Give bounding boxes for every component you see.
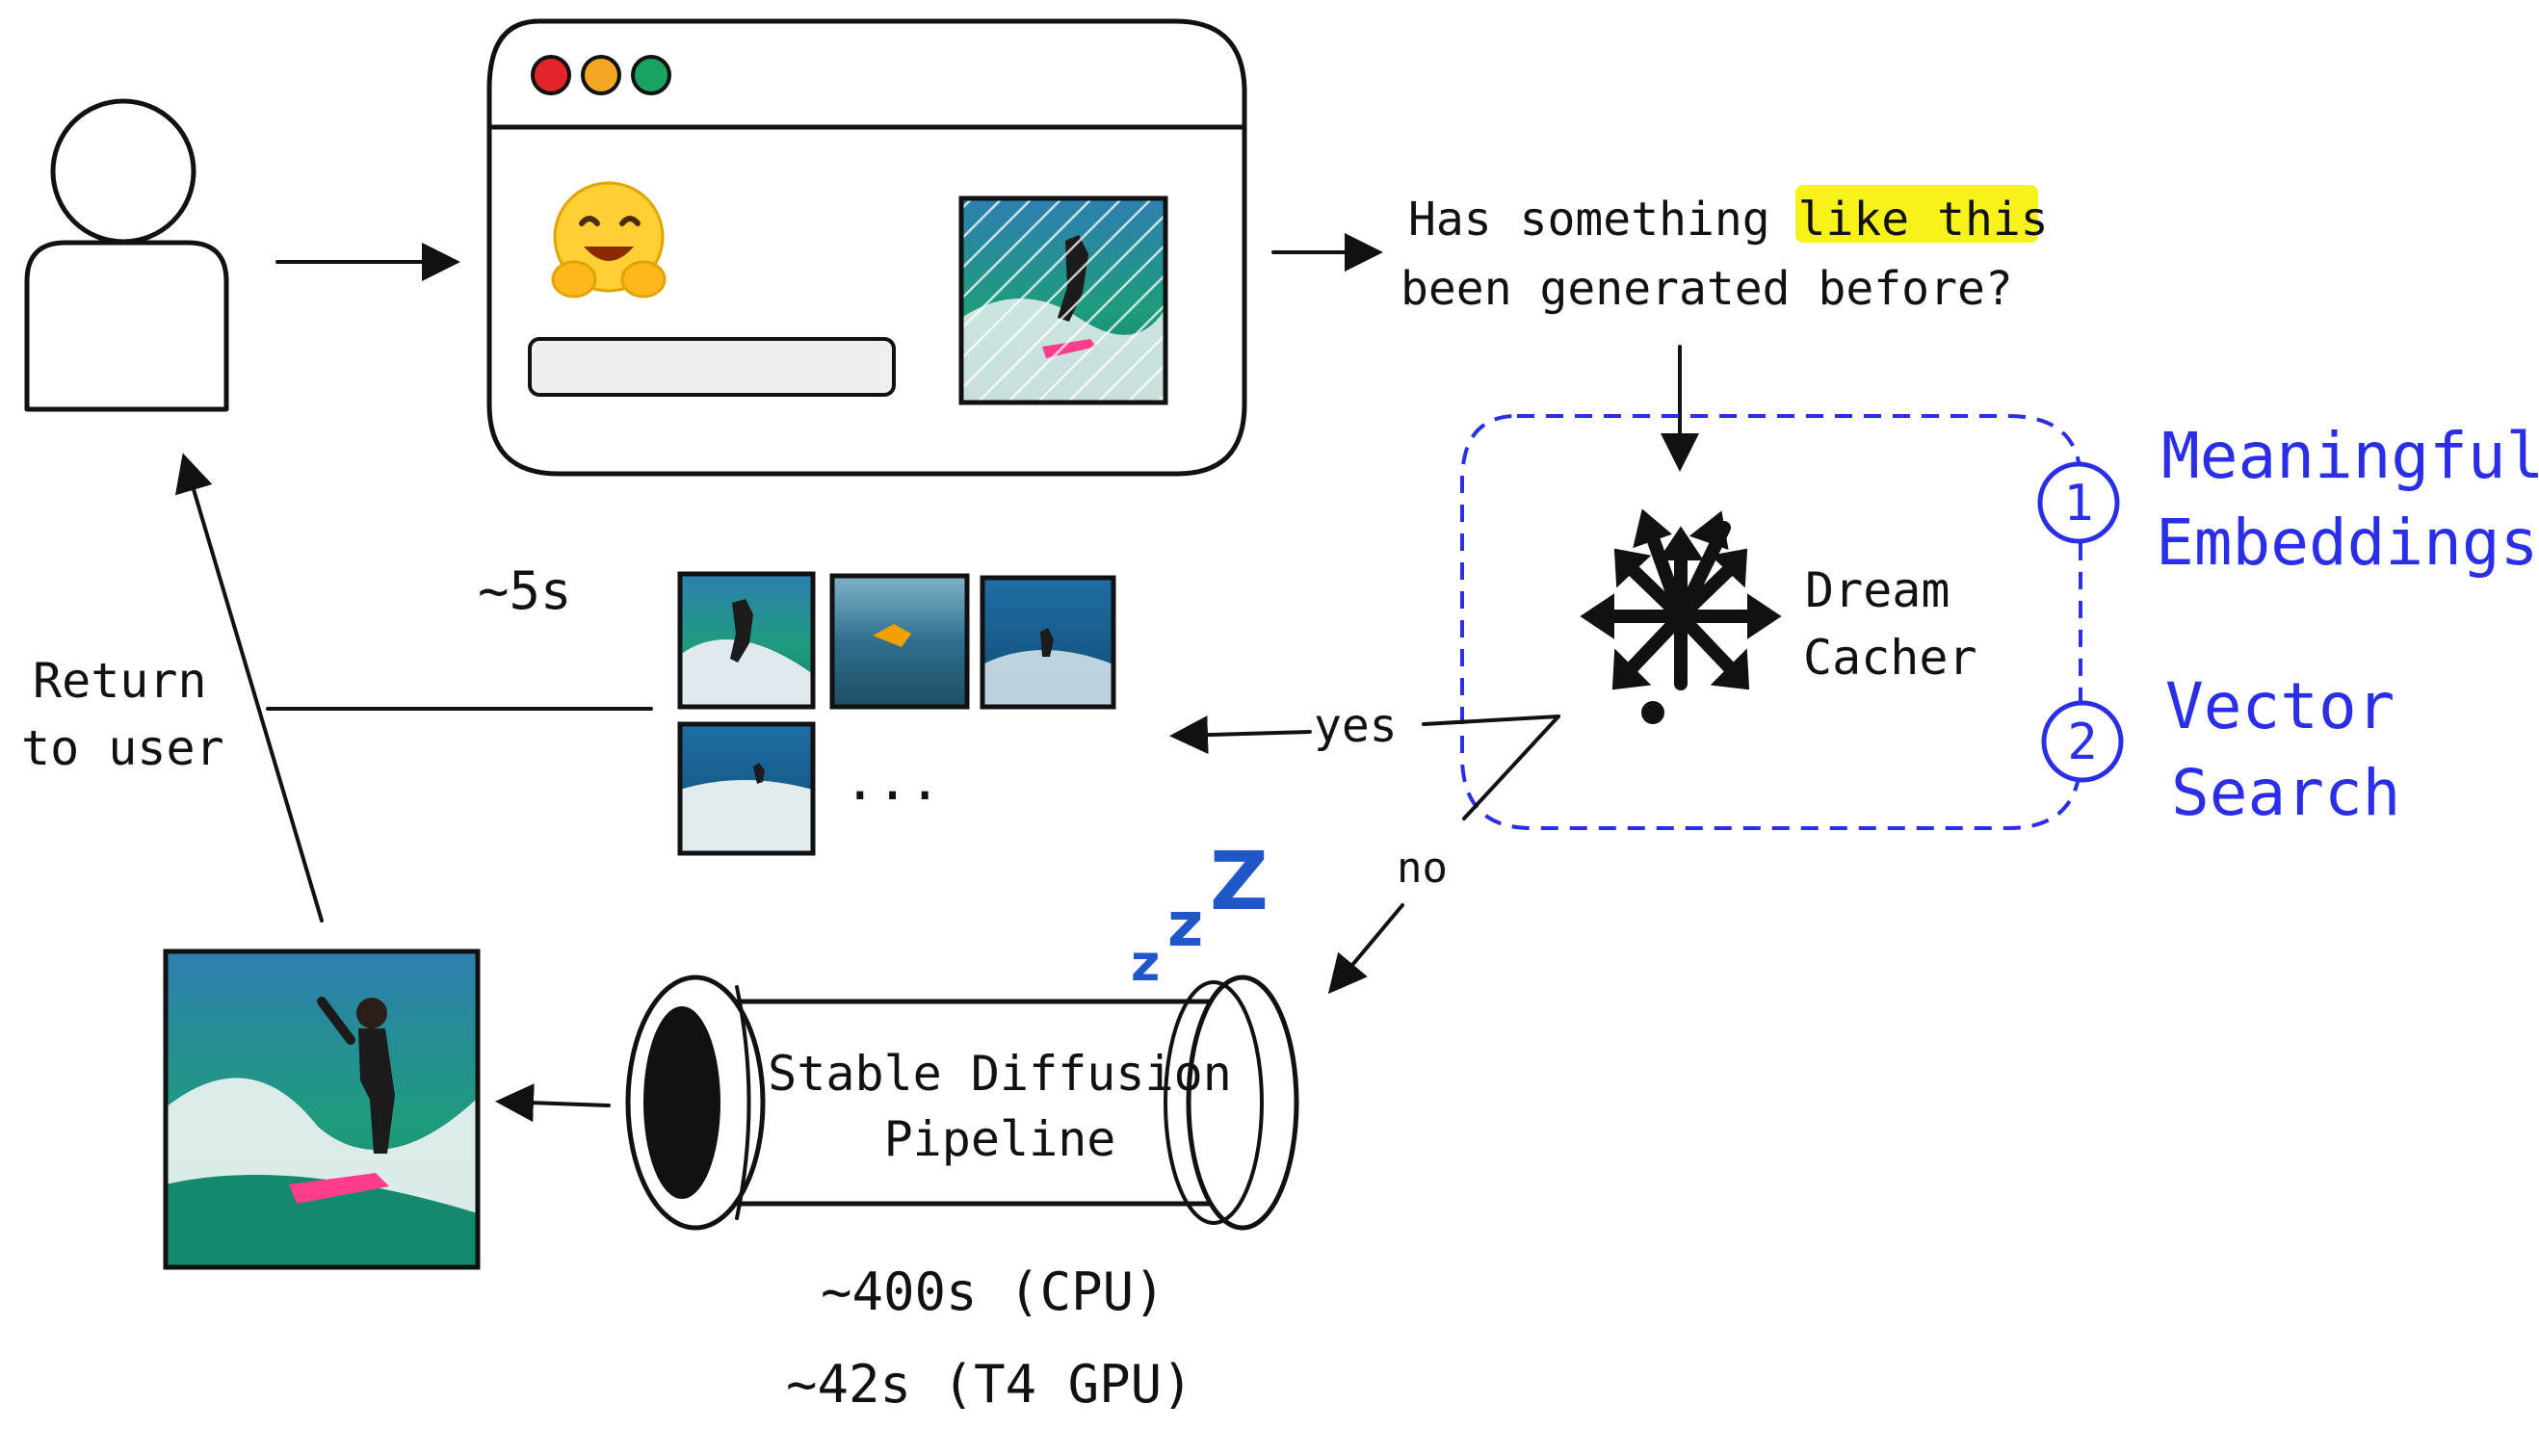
cached-image-2 xyxy=(829,573,970,710)
branch-split-lower xyxy=(1462,715,1560,820)
cached-image-3 xyxy=(980,575,1116,710)
branch-no-label: no xyxy=(1397,844,1448,893)
question-line1-prefix: Has something xyxy=(1408,193,1798,247)
feature-1-number: 1 xyxy=(2063,475,2093,533)
timing-cpu: ~400s (CPU) xyxy=(821,1261,1165,1322)
question-line2: been generated before? xyxy=(1400,262,2013,316)
window-maximize-dot[interactable] xyxy=(631,55,671,95)
stable-diffusion-pipe xyxy=(625,975,1299,1231)
browser-result-image xyxy=(958,195,1168,405)
feature-2-number: 2 xyxy=(2067,714,2097,771)
feature-1: 1 Meaningful Embeddings xyxy=(2037,419,2539,580)
dream-cacher-logo-icon xyxy=(1580,508,1782,724)
arrow-pipe-to-output xyxy=(495,1083,611,1123)
question-highlight xyxy=(1795,185,2038,243)
return-label-line1: Return xyxy=(33,653,207,709)
cacher-label-line1: Dream xyxy=(1805,562,1950,618)
pipeline-label-line2: Pipeline xyxy=(884,1111,1116,1167)
question-line1-highlight: like this xyxy=(1798,193,2049,247)
cacher-dashed-boundary xyxy=(1460,414,2082,830)
user-icon xyxy=(24,98,229,412)
sleep-zzz-icon: z z Z xyxy=(1131,834,1269,993)
arrow-no xyxy=(1327,903,1404,995)
svg-text:z: z xyxy=(1167,890,1203,961)
cache-time-label: ~5s xyxy=(478,560,572,621)
feature-2-line1: Vector xyxy=(2165,669,2395,743)
cache-more-ellipsis: ... xyxy=(844,750,941,813)
hugging-face-emoji-icon xyxy=(551,181,667,299)
window-minimize-dot[interactable] xyxy=(581,55,621,95)
branch-split xyxy=(1422,715,1560,726)
timing-gpu: ~42s (T4 GPU) xyxy=(786,1354,1193,1415)
return-arrow xyxy=(174,453,324,923)
svg-text:z: z xyxy=(1131,935,1160,993)
cached-image-4 xyxy=(677,721,816,856)
question-text: Has something like this been generated b… xyxy=(1400,185,2049,316)
feature-1-line2: Embeddings xyxy=(2156,506,2538,580)
generated-output-image xyxy=(163,949,481,1270)
feature-2-line2: Search xyxy=(2171,756,2400,830)
prompt-input[interactable] xyxy=(528,337,896,397)
return-label-line2: to user xyxy=(21,720,224,776)
feature-2: 2 Vector Search xyxy=(2041,669,2400,830)
browser-window xyxy=(486,18,1247,477)
pipeline-label-line1: Stable Diffusion xyxy=(768,1046,1232,1102)
cached-image-1 xyxy=(677,571,816,710)
feature-1-line1: Meaningful xyxy=(2161,419,2539,493)
arrow-yes xyxy=(1169,715,1312,755)
window-close-dot[interactable] xyxy=(531,55,571,95)
branch-yes-label: yes xyxy=(1314,699,1398,753)
svg-text:Z: Z xyxy=(1210,834,1269,928)
svg-text:Has something like this: Has something like this xyxy=(1408,193,2049,247)
cacher-label-line2: Cacher xyxy=(1803,630,1977,686)
